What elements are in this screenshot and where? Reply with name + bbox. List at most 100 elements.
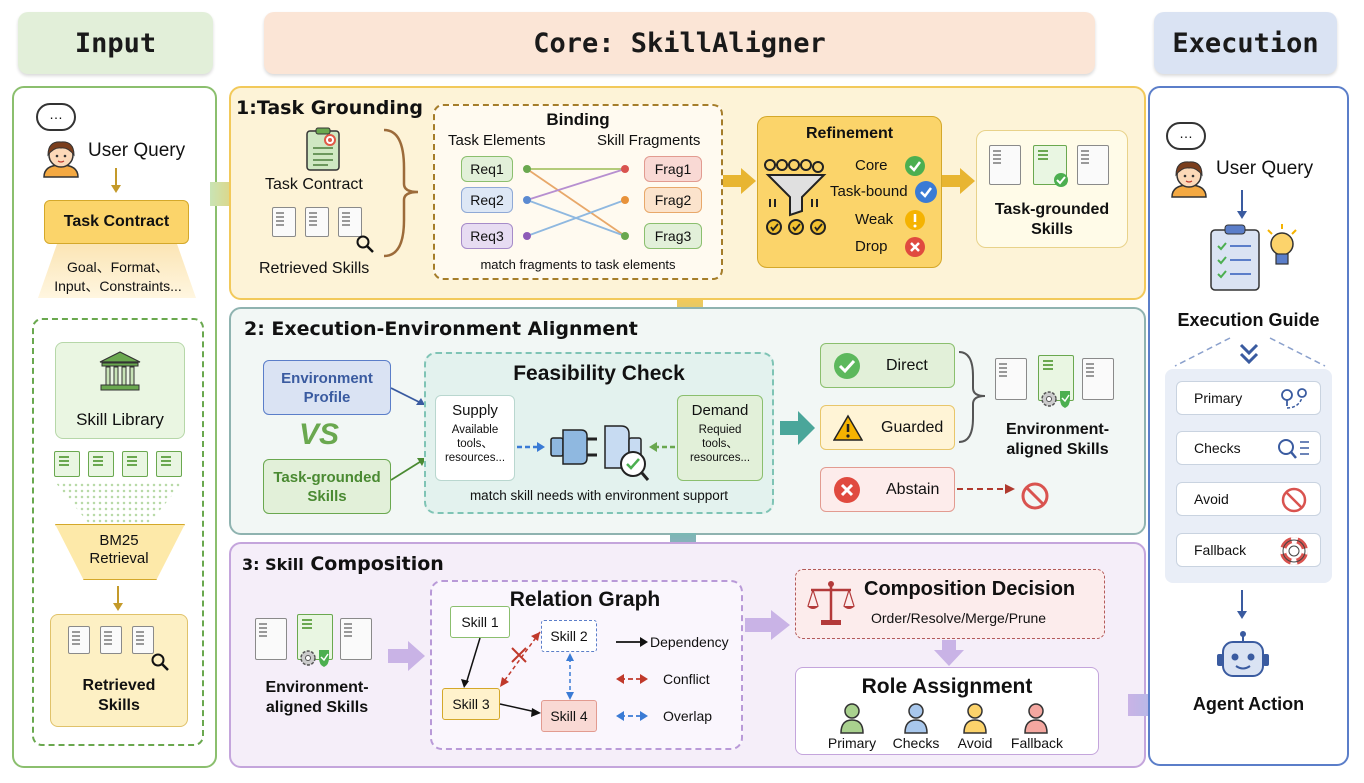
relation-graph-title: Relation Graph [509,588,661,611]
binding-left-header: Task Elements [448,132,546,149]
arrow-down-icon [1237,590,1247,619]
doc-icon [1077,145,1109,185]
stage2-title: 2: Execution-Environment Alignment [244,318,638,340]
person-checks-icon [904,703,928,734]
guide-fallback-label: Fallback [1194,542,1247,558]
core-header-label: Core: SkillAligner [533,27,826,59]
abstain-label: Abstain [886,480,940,498]
input-task-contract-box: Task Contract [44,200,189,244]
funnel-filter-icon [764,159,827,235]
arrow-right-icon [745,610,790,640]
role-assignment-box [795,667,1099,755]
req3-label: Req3 [470,228,504,244]
vs-label: VS [299,418,340,451]
dashed-arrow-icon [957,484,1015,494]
core-header: Core: SkillAligner [264,12,1095,74]
contract-fan [38,244,196,298]
stage3-title: 3: Skill Composition [242,553,444,575]
user-avatar-icon [43,141,79,178]
guarded-box: Guarded [820,405,955,450]
direct-label: Direct [886,356,928,374]
legend-conflict: Conflict [663,671,710,687]
guide-item-avoid: Avoid [1176,482,1321,516]
refinement-taskbound-label: Task-bound [830,183,908,200]
lightbulb-icon [1267,224,1297,265]
direct-box: Direct [820,343,955,388]
guide-item-checks: Checks [1176,431,1321,465]
role-checks-label: Checks [892,735,940,751]
search-list-icon [1278,439,1309,459]
arrow-down-icon [111,168,121,193]
warning-circle-icon [905,210,925,230]
library-doc-icon [156,451,182,477]
retrieval-dashed-frame [32,318,204,746]
role-avoid-label: Avoid [957,735,993,751]
stage3-title-prefix: 3: Skill [242,555,304,574]
binding-caption: match fragments to task elements [480,257,676,272]
refinement-weak-label: Weak [855,211,894,228]
binding-links [523,165,629,240]
checklist-clipboard-icon [1210,224,1260,291]
robot-icon [1217,631,1269,677]
guarded-label: Guarded [881,418,944,436]
refinement-core-label: Core [855,157,888,174]
person-avoid-icon [963,703,987,734]
route-pin-icon [1281,388,1307,409]
supply-title: Supply [452,402,498,419]
stage1-title: 1:Task Grounding [236,97,424,119]
check-badge-icon [1054,173,1068,187]
plug-socket-icon [517,425,675,481]
execution-guide-label: Execution Guide [1177,310,1320,330]
role-fallback-label: Fallback [1010,735,1064,751]
doc-icon [338,207,362,237]
binding-right-header: Skill Fragments [597,132,701,149]
abstain-box: Abstain [820,467,955,512]
check-circle-icon [834,352,860,379]
library-doc-icon [54,451,80,477]
arrow-right-icon [780,411,815,445]
guide-item-fallback: Fallback [1176,533,1321,567]
execution-header-label: Execution [1172,27,1319,59]
input-retrieved-skills-label: Retrieved Skills [82,677,156,714]
environment-profile-label: Environment Profile [281,369,373,406]
stage3-title-word: Composition [310,553,444,575]
guide-fan-lines [1174,337,1326,367]
demand-title: Demand [691,402,749,419]
doc-icon [340,618,372,660]
feasibility-caption: match skill needs with environment suppo… [469,488,729,503]
legend-dependency: Dependency [650,634,729,650]
supply-text: Available tools、 resources... [444,424,506,464]
feasibility-title: Feasibility Check [513,362,685,385]
doc-icon [995,358,1027,400]
stage1-task-contract-label: Task Contract [265,176,363,193]
guide-checks-label: Checks [1194,440,1241,456]
person-fallback-icon [1024,703,1048,734]
bm25-label: BM25 Retrieval [89,532,149,567]
arrow-down-icon [934,640,964,666]
double-chevron-down-icon [1239,343,1259,365]
graph-node-skill1: Skill 1 [450,606,510,638]
req1-label: Req1 [470,161,504,177]
frag1-box: Frag1 [644,156,702,182]
refinement-title: Refinement [805,125,894,142]
guide-primary-label: Primary [1194,390,1243,406]
speech-bubble-icon: … [36,103,76,131]
demand-box: Demand Requied tools、 resources... [677,395,763,481]
arrow-down-icon [113,586,123,611]
gear-shield-icon [1041,391,1070,408]
doc-icon [989,145,1021,185]
arrow-right-icon [723,168,756,194]
graph-edges [461,631,648,721]
binding-title: Binding [546,110,610,129]
library-doc-icon [122,451,148,477]
arrow-down-icon [1237,190,1247,219]
task-grounded-skills-label: Task-grounded Skills [994,201,1110,238]
skill1-label: Skill 1 [461,614,499,630]
composition-decision-subtitle: Order/Resolve/Merge/Prune [871,610,1047,626]
demand-text: Requied tools、 resources... [689,424,751,464]
role-primary-label: Primary [827,735,877,751]
lifebuoy-icon [1280,537,1308,565]
stage3-input-label: Environment- aligned Skills [265,679,369,716]
skill4-label: Skill 4 [550,708,588,724]
check-blue-badge-icon [915,181,937,203]
